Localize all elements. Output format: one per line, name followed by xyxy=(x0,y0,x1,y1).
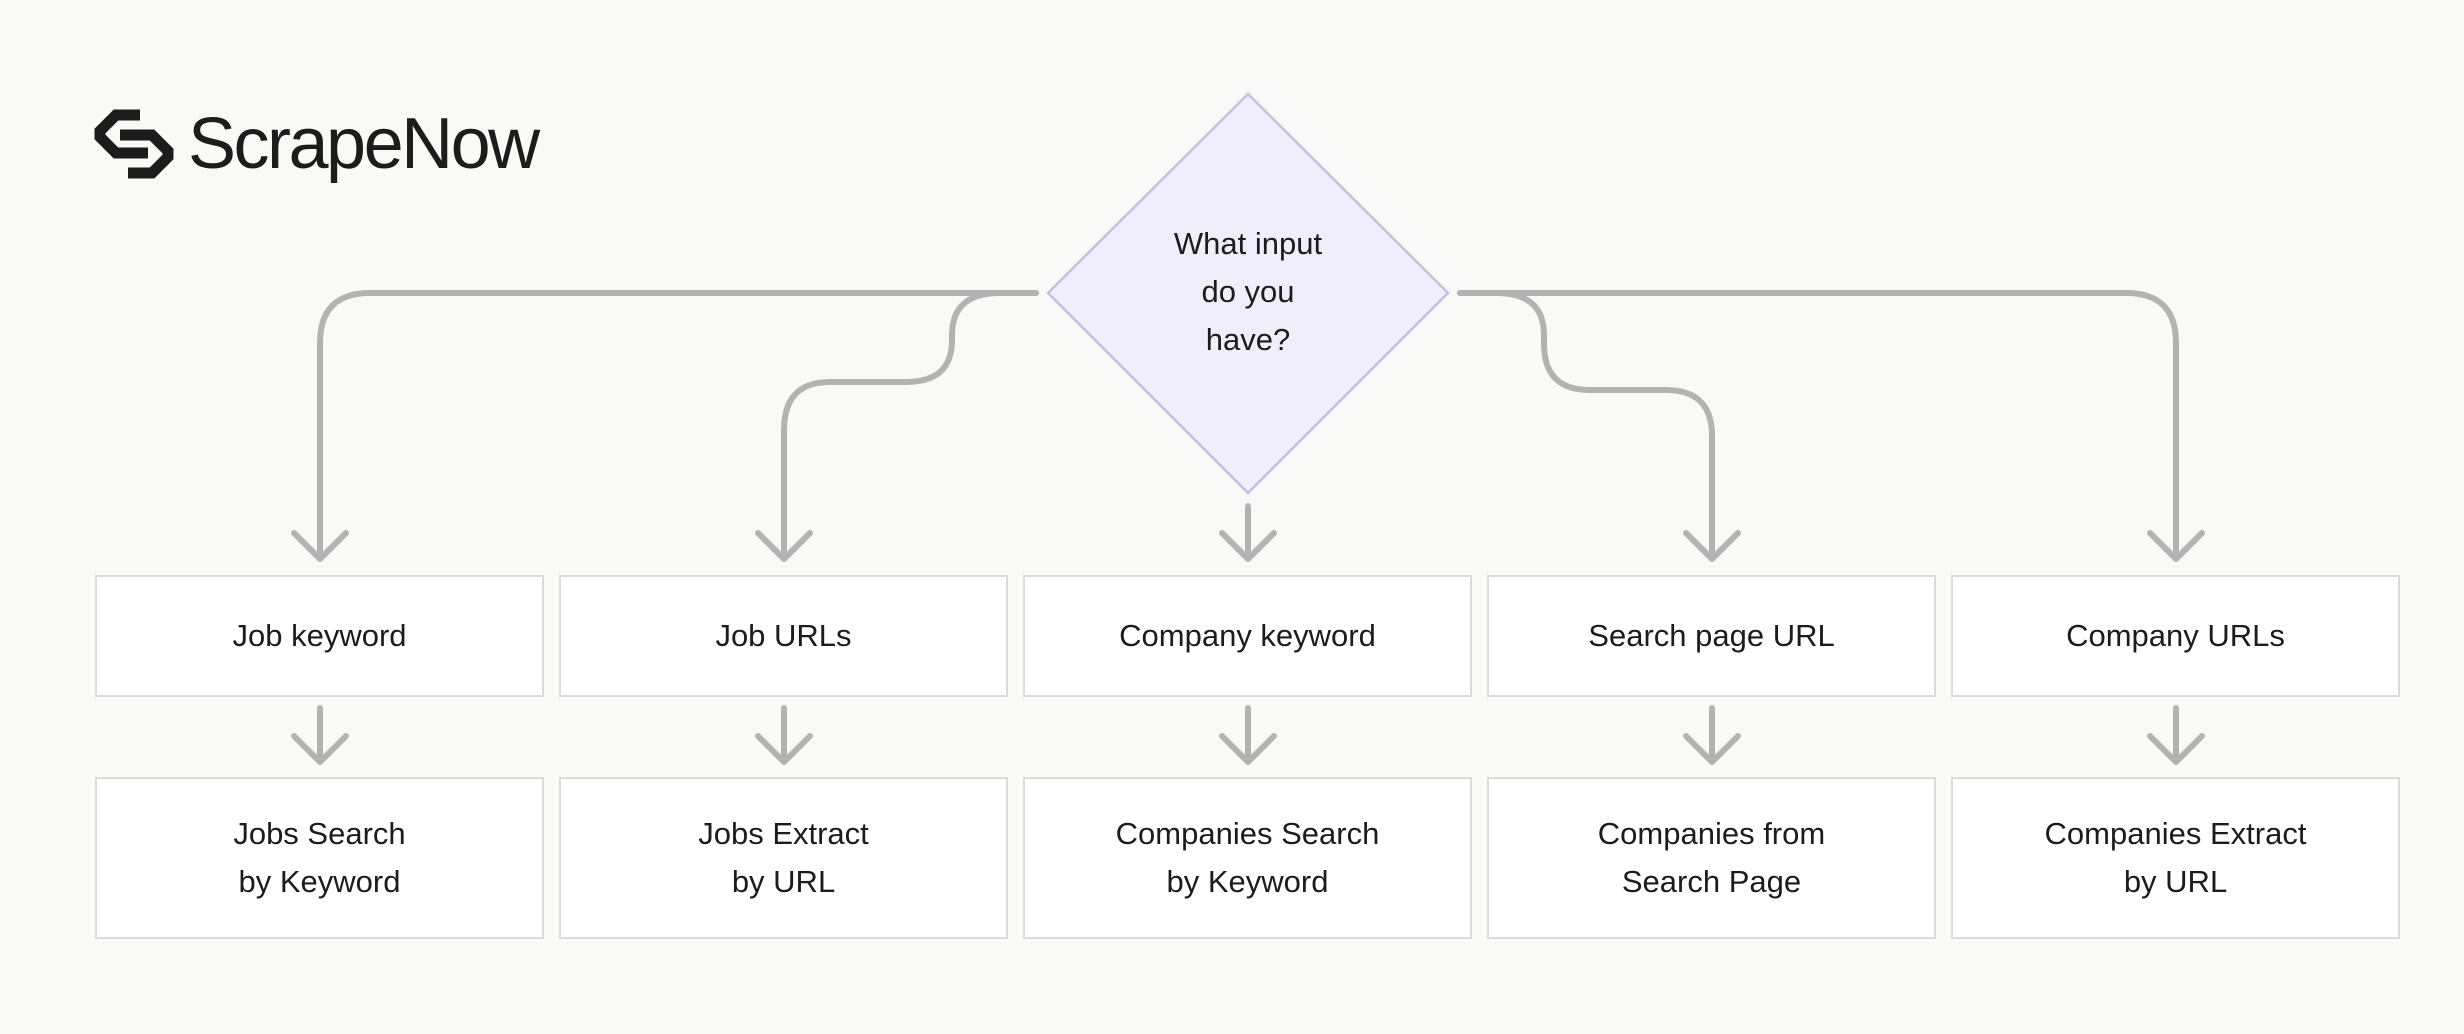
scraper-jobs-search-by-keyword: Jobs Search by Keyword xyxy=(95,777,544,939)
scraper-companies-from-search-page: Companies from Search Page xyxy=(1487,777,1936,939)
decision-diamond xyxy=(1046,92,1450,495)
input-option-search-page-url: Search page URL xyxy=(1487,575,1936,697)
arrowhead-job-urls xyxy=(755,530,813,562)
input-option-company-urls: Company URLs xyxy=(1951,575,2400,697)
arrow-row-2 xyxy=(755,705,813,765)
connector-to-company-urls xyxy=(1457,290,2179,559)
scraper-label-line: Companies Search xyxy=(1115,816,1380,851)
input-option-label: Job URLs xyxy=(715,618,852,653)
arrowhead-job-keyword xyxy=(291,530,349,562)
scraper-label-line: Jobs Search xyxy=(233,816,406,851)
scraper-label-line: Jobs Extract xyxy=(698,816,869,851)
scraper-companies-extract-by-url: Companies Extract by URL xyxy=(1951,777,2400,939)
arrow-row-5 xyxy=(2147,705,2205,765)
scraper-label-line: Companies from xyxy=(1597,816,1826,851)
input-option-label: Company URLs xyxy=(2066,618,2285,653)
scraper-label-line: Companies Extract xyxy=(2044,816,2307,851)
scraper-jobs-extract-by-url: Jobs Extract by URL xyxy=(559,777,1008,939)
connector-to-search-page-url xyxy=(1457,290,1715,559)
scraper-companies-search-by-keyword: Companies Search by Keyword xyxy=(1023,777,1472,939)
input-option-job-keyword: Job keyword xyxy=(95,575,544,697)
decision-question: What input do you have? xyxy=(1110,220,1386,364)
input-option-job-urls: Job URLs xyxy=(559,575,1008,697)
input-option-company-keyword: Company keyword xyxy=(1023,575,1472,697)
arrowhead-company-urls xyxy=(2147,530,2205,562)
brand-name: ScrapeNow xyxy=(188,104,540,184)
arrowhead-search-page-url xyxy=(1683,530,1741,562)
brand: ScrapeNow xyxy=(94,104,540,184)
arrowhead-company-keyword xyxy=(1219,530,1277,562)
input-option-label: Search page URL xyxy=(1588,618,1835,653)
scraper-label-line: Search Page xyxy=(1621,864,1802,899)
arrow-row-1 xyxy=(291,705,349,765)
decision-question-line: do you xyxy=(1201,274,1295,309)
scraper-label-line: by URL xyxy=(731,864,836,899)
arrow-row-4 xyxy=(1683,705,1741,765)
scraper-label-line: by URL xyxy=(2123,864,2228,899)
decision-question-line: What input xyxy=(1173,226,1323,261)
connector-to-job-keyword xyxy=(317,290,1039,559)
scraper-label-line: by Keyword xyxy=(238,864,401,899)
scraper-label-line: by Keyword xyxy=(1166,864,1329,899)
input-option-label: Company keyword xyxy=(1119,618,1376,653)
decision-question-line: have? xyxy=(1205,322,1291,357)
scrapenow-logo-icon xyxy=(94,109,174,179)
arrow-row-3 xyxy=(1219,705,1277,765)
input-option-label: Job keyword xyxy=(232,618,407,653)
connector-to-job-urls xyxy=(781,290,1039,559)
